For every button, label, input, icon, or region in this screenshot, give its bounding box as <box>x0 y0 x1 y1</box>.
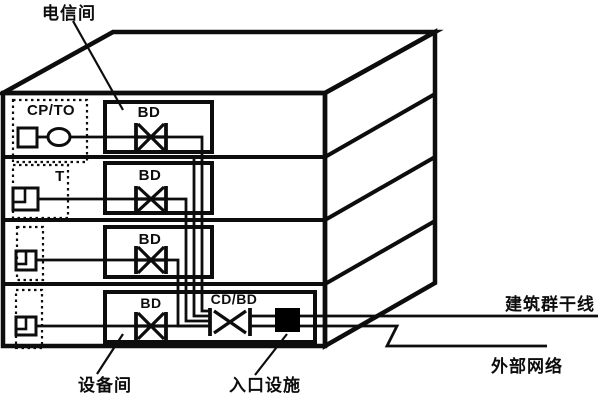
floor2-bd-label: BD <box>139 167 162 184</box>
floor3-outlet-inner-icon <box>14 249 28 266</box>
floor1-bd-connector-icon <box>134 122 168 152</box>
floor1-terminal-icon <box>16 126 39 149</box>
floor1-area-label: CP/TO <box>27 102 75 119</box>
floor4-outlet-inner-icon <box>14 315 28 331</box>
entrance-facility-icon <box>275 308 300 332</box>
cd-bd-label: CD/BD <box>211 291 258 307</box>
floor-1 <box>11 98 214 164</box>
floor1-bd-box <box>103 100 214 154</box>
right-face-floor-edge-3 <box>324 219 436 286</box>
riser-floor2 <box>166 197 210 323</box>
floor-3 <box>14 225 214 282</box>
telecom-room-leader <box>72 20 124 111</box>
floor3-bd-connector-icon <box>134 245 168 275</box>
floor1-work-area-dotted-box <box>11 98 89 164</box>
floor-2 <box>11 161 214 220</box>
external-network-label: 外部网络 <box>491 356 563 376</box>
campus-backbone-label: 建筑群干线 <box>505 294 595 314</box>
building-backbone-risers <box>166 135 210 328</box>
equipment-room-leader <box>96 333 124 375</box>
equipment-room-label: 设备间 <box>78 375 132 395</box>
floor1-bd-label: BD <box>138 104 161 121</box>
external-lines <box>300 314 598 348</box>
entrance-facility-leader <box>254 333 288 376</box>
floor2-bd-connector-icon <box>134 185 168 213</box>
floor2-bd-box <box>103 161 214 215</box>
floor-4-equipment-room <box>14 288 317 350</box>
floor3-work-area-dotted-box <box>15 225 45 282</box>
external-network-line <box>300 324 547 348</box>
telecom-room-label: 电信间 <box>42 3 96 23</box>
floor2-outlet-inner-icon <box>11 186 27 204</box>
floor4-bd-connector-icon <box>134 311 168 341</box>
building-top-face <box>0 29 444 96</box>
entrance-facility-label: 入口设施 <box>229 375 301 395</box>
right-face-floor-edge-1 <box>324 92 436 159</box>
floor3-bd-label: BD <box>139 231 162 248</box>
floor2-area-label: T <box>55 168 65 185</box>
riser-floor1 <box>166 135 210 313</box>
building-shell <box>0 28 444 350</box>
floor4-work-area-dotted-box <box>14 288 44 350</box>
floor3-bd-box <box>103 225 214 279</box>
leader-lines <box>72 20 288 376</box>
floor1-cp-icon <box>46 127 72 147</box>
floor4-bd-label: BD <box>140 295 161 311</box>
riser-floor1b <box>192 157 210 318</box>
right-face-floor-edge-2 <box>324 155 436 222</box>
cd-bd-connector-icon <box>208 308 252 336</box>
